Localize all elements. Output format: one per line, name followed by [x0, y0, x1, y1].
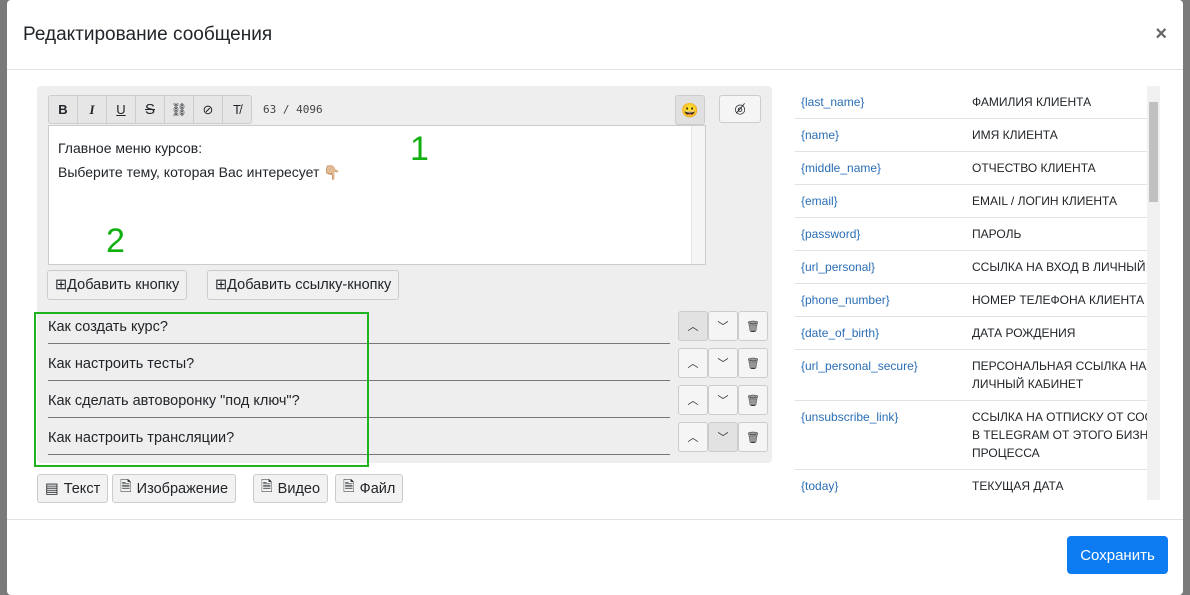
add-video-label: Видео — [277, 480, 321, 497]
annotation-1: 1 — [410, 130, 429, 168]
save-button[interactable]: Сохранить — [1067, 536, 1168, 574]
variable-key[interactable]: {url_personal} — [795, 250, 966, 284]
variable-key[interactable]: {email} — [795, 184, 966, 218]
variable-description: ПАРОЛЬ — [966, 217, 1147, 251]
add-link-button-label: Добавить ссылку-кнопку — [227, 277, 392, 293]
variable-key[interactable]: {unsubscribe_link} — [795, 400, 966, 470]
variable-row[interactable]: {middle_name}ОТЧЕСТВО КЛИЕНТА — [795, 151, 1147, 185]
variable-key[interactable]: {last_name} — [795, 86, 966, 119]
unlink-icon[interactable]: ⊘ — [193, 95, 223, 124]
image-file-icon: 🗎 — [120, 479, 132, 495]
file-icon: 🗎 — [343, 479, 355, 495]
variable-key[interactable]: {date_of_birth} — [795, 316, 966, 350]
variable-description: ИМЯ КЛИЕНТА — [966, 118, 1147, 152]
italic-button[interactable]: I — [77, 95, 107, 124]
move-up-button[interactable]: ︿ — [678, 348, 708, 378]
underline-button[interactable]: U — [106, 95, 136, 124]
variable-description: ФАМИЛИЯ КЛИЕНТА — [966, 86, 1147, 119]
add-video-button[interactable]: 🗎Видео — [253, 474, 329, 503]
variable-row[interactable]: {date_of_birth}ДАТА РОЖДЕНИЯ — [795, 316, 1147, 350]
variable-row[interactable]: {name}ИМЯ КЛИЕНТА — [795, 118, 1147, 152]
answer-button-input[interactable]: Как настроить тесты? — [48, 350, 670, 381]
variable-row[interactable]: {unsubscribe_link}ССЫЛКА НА ОТПИСКУ ОТ С… — [795, 400, 1147, 470]
answer-button-input[interactable]: Как настроить трансляции? — [48, 424, 670, 455]
bold-button[interactable]: B — [48, 95, 78, 124]
variable-row[interactable]: {password}ПАРОЛЬ — [795, 217, 1147, 251]
edit-message-modal: Редактирование сообщения × B I U S ⛓ ⊘ T… — [7, 0, 1183, 595]
add-text-button[interactable]: ▤Текст — [37, 474, 109, 503]
add-image-button[interactable]: 🗎Изображение — [112, 474, 237, 503]
modal-footer — [7, 519, 1183, 520]
message-line: Выберите тему, которая Вас интересует 👇🏼 — [58, 164, 341, 180]
variable-key[interactable]: {password} — [795, 217, 966, 251]
variable-key[interactable]: {middle_name} — [795, 151, 966, 185]
variable-description: ПЕРСОНАЛЬНАЯ ССЫЛКА НА ВХОД В ЛИЧНЫЙ КАБ… — [966, 349, 1147, 401]
variable-key[interactable]: {url_personal_secure} — [795, 349, 966, 401]
variable-description: EMAIL / ЛОГИН КЛИЕНТА — [966, 184, 1147, 218]
variable-description: ДАТА РОЖДЕНИЯ — [966, 316, 1147, 350]
textarea-scrollbar[interactable] — [691, 126, 705, 264]
variables-scrollbar[interactable] — [1147, 86, 1160, 500]
add-icon: ⊞ — [215, 277, 228, 293]
message-line: Главное меню курсов: — [58, 140, 203, 156]
message-textarea[interactable]: Главное меню курсов: Выберите тему, кото… — [48, 125, 706, 265]
variable-key[interactable]: {name} — [795, 118, 966, 152]
variable-key[interactable]: {phone_number} — [795, 283, 966, 317]
add-icon: ⊞ — [55, 277, 68, 293]
modal-title: Редактирование сообщения — [23, 23, 273, 45]
variable-row[interactable]: {last_name}ФАМИЛИЯ КЛИЕНТА — [795, 86, 1147, 119]
variable-description: НОМЕР ТЕЛЕФОНА КЛИЕНТА — [966, 283, 1147, 317]
emoji-button[interactable]: 😀 — [675, 95, 705, 125]
scrollbar-thumb[interactable] — [1149, 102, 1158, 202]
move-down-button[interactable]: ﹀ — [708, 311, 738, 341]
variable-row[interactable]: {phone_number}НОМЕР ТЕЛЕФОНА КЛИЕНТА — [795, 283, 1147, 317]
annotation-box — [34, 312, 369, 467]
variable-row[interactable]: {email}EMAIL / ЛОГИН КЛИЕНТА — [795, 184, 1147, 218]
add-file-label: Файл — [359, 480, 396, 497]
video-file-icon: 🗎 — [261, 479, 273, 495]
move-down-button[interactable]: ﹀ — [708, 348, 738, 378]
strikethrough-button[interactable]: S — [135, 95, 165, 124]
answer-button-input[interactable]: Как сделать автоворонку "под ключ"? — [48, 387, 670, 418]
text-icon: ▤ — [45, 480, 59, 497]
delete-icon[interactable]: 🗑 — [738, 385, 768, 415]
hide-preview-icon[interactable]: ◎̸ — [719, 95, 761, 123]
delete-icon[interactable]: 🗑 — [738, 422, 768, 452]
link-icon[interactable]: ⛓ — [164, 95, 194, 124]
add-link-button[interactable]: ⊞Добавить ссылку-кнопку — [207, 270, 400, 300]
add-button[interactable]: ⊞Добавить кнопку — [47, 270, 188, 300]
move-down-button[interactable]: ﹀ — [708, 422, 738, 452]
move-down-button[interactable]: ﹀ — [708, 385, 738, 415]
variable-description: ТЕКУЩАЯ ДАТА — [966, 469, 1147, 500]
editor-panel: B I U S ⛓ ⊘ T̸ 63 / 4096 😀 ◎̸ Главное ме… — [34, 86, 772, 467]
answer-button-input[interactable]: Как создать курс? — [48, 313, 670, 344]
delete-icon[interactable]: 🗑 — [738, 311, 768, 341]
format-toolbar: B I U S ⛓ ⊘ T̸ 63 / 4096 — [48, 95, 323, 124]
move-up-button[interactable]: ︿ — [678, 385, 708, 415]
delete-icon[interactable]: 🗑 — [738, 348, 768, 378]
close-icon[interactable]: × — [1155, 23, 1167, 45]
variable-row[interactable]: {url_personal}ССЫЛКА НА ВХОД В ЛИЧНЫЙ КА… — [795, 250, 1147, 284]
variable-description: ССЫЛКА НА ВХОД В ЛИЧНЫЙ КАБИНЕТ — [966, 250, 1147, 284]
variables-table: {last_name}ФАМИЛИЯ КЛИЕНТА{name}ИМЯ КЛИЕ… — [795, 86, 1160, 500]
variable-row[interactable]: {today}ТЕКУЩАЯ ДАТА — [795, 469, 1147, 500]
variable-row[interactable]: {url_personal_secure}ПЕРСОНАЛЬНАЯ ССЫЛКА… — [795, 349, 1147, 401]
move-up-button[interactable]: ︿ — [678, 311, 708, 341]
variable-description: ССЫЛКА НА ОТПИСКУ ОТ СООБЩЕНИЙ В TELEGRA… — [966, 400, 1147, 470]
add-file-button[interactable]: 🗎Файл — [335, 474, 404, 503]
modal-header: Редактирование сообщения × — [7, 0, 1183, 70]
variable-description: ОТЧЕСТВО КЛИЕНТА — [966, 151, 1147, 185]
char-counter: 63 / 4096 — [263, 103, 323, 116]
move-up-button[interactable]: ︿ — [678, 422, 708, 452]
clear-format-icon[interactable]: T̸ — [222, 95, 252, 124]
add-image-label: Изображение — [136, 480, 229, 497]
variable-key[interactable]: {today} — [795, 469, 966, 500]
add-text-label: Текст — [63, 480, 101, 497]
annotation-2: 2 — [106, 222, 125, 260]
add-button-label: Добавить кнопку — [67, 277, 180, 293]
